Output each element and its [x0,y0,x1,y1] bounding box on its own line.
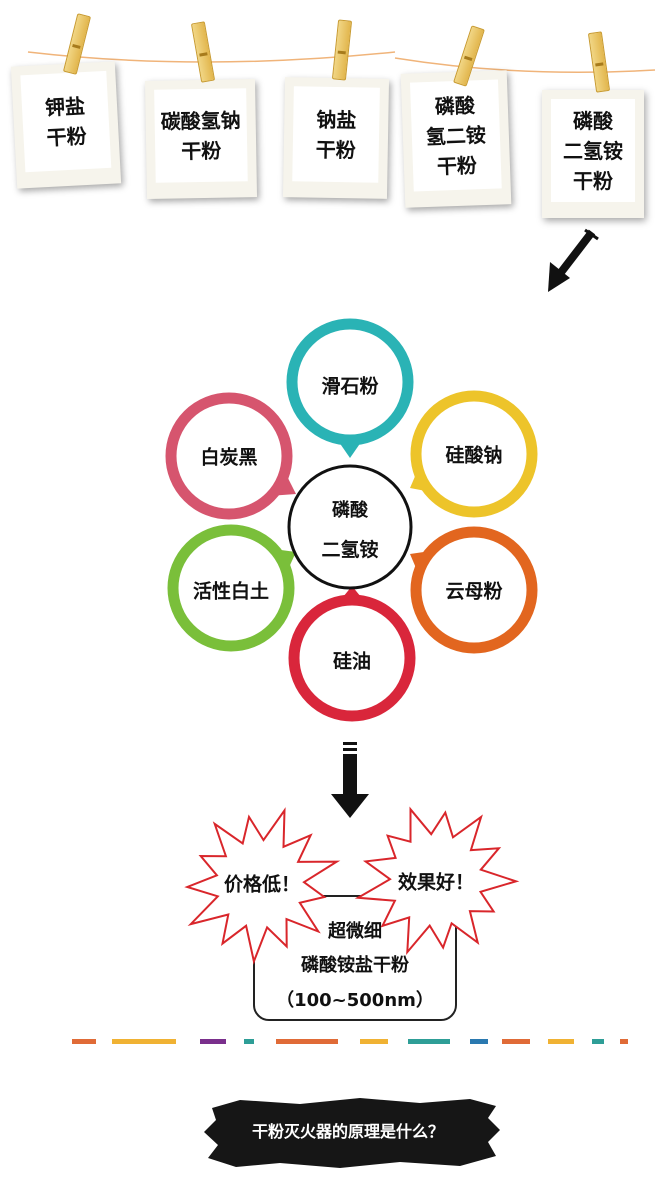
card-monoammonium-phosphate: 磷酸 二氢铵 干粉 [542,90,644,218]
petal-label-activated-clay: 活性白土 [192,580,270,603]
center-label-bottom: 二氢铵 [321,539,379,561]
down-arrow-icon [331,742,369,818]
starburst-right-icon [354,806,520,956]
center-label-top: 磷酸 [332,500,368,521]
petal-ring [286,318,414,446]
petal-label-white-carbon-black: 白炭黑 [200,446,258,469]
petal-talc [286,318,414,458]
divider-dash [470,1039,488,1044]
result-line-2: 磷酸铵盐干粉 [301,955,409,976]
divider-dash [276,1039,338,1044]
divider-dash [244,1039,254,1044]
divider-dash [592,1039,604,1044]
center-circle [287,464,413,590]
divider-dash [548,1039,574,1044]
ink-brush-background [204,1098,500,1168]
petal-sodium-silicate [410,390,538,518]
divider-dash [408,1039,450,1044]
divider-dash [200,1039,226,1044]
divider-dash [620,1039,628,1044]
divider-dash [112,1039,176,1044]
result-line-1: 超微细 [328,921,382,942]
petal-silicone-oil [288,586,416,722]
petal-white-carbon-black [165,392,296,520]
burst-label-low-price: 价格低！ [223,873,301,896]
petal-label-mica-powder: 云母粉 [445,580,503,603]
petal-activated-clay [167,524,296,652]
card-line: 干粉 [573,168,613,193]
banner-title: 干粉灭火器的原理是什么？ [251,1122,444,1141]
divider-dash [502,1039,530,1044]
divider-dash [72,1039,96,1044]
petal-mica-powder [410,526,538,654]
petal-label-silicone-oil: 硅油 [332,650,372,673]
divider-dash [360,1039,388,1044]
diagonal-arrow-icon [548,228,599,292]
burst-label-good-effect: 效果好！ [397,871,475,894]
result-line-3: （100~500nm） [276,990,434,1011]
petal-label-sodium-silicate: 硅酸钠 [445,444,503,467]
petal-ring [167,524,295,652]
card-line: 二氢铵 [563,138,623,163]
petal-ring [165,392,293,520]
petal-ring [288,594,416,722]
petal-ring [410,390,538,518]
starburst-left-icon [184,807,341,965]
card-line: 磷酸 [573,108,613,133]
petal-ring [410,526,538,654]
petal-label-talc: 滑石粉 [321,375,379,398]
petal-group [165,318,538,722]
